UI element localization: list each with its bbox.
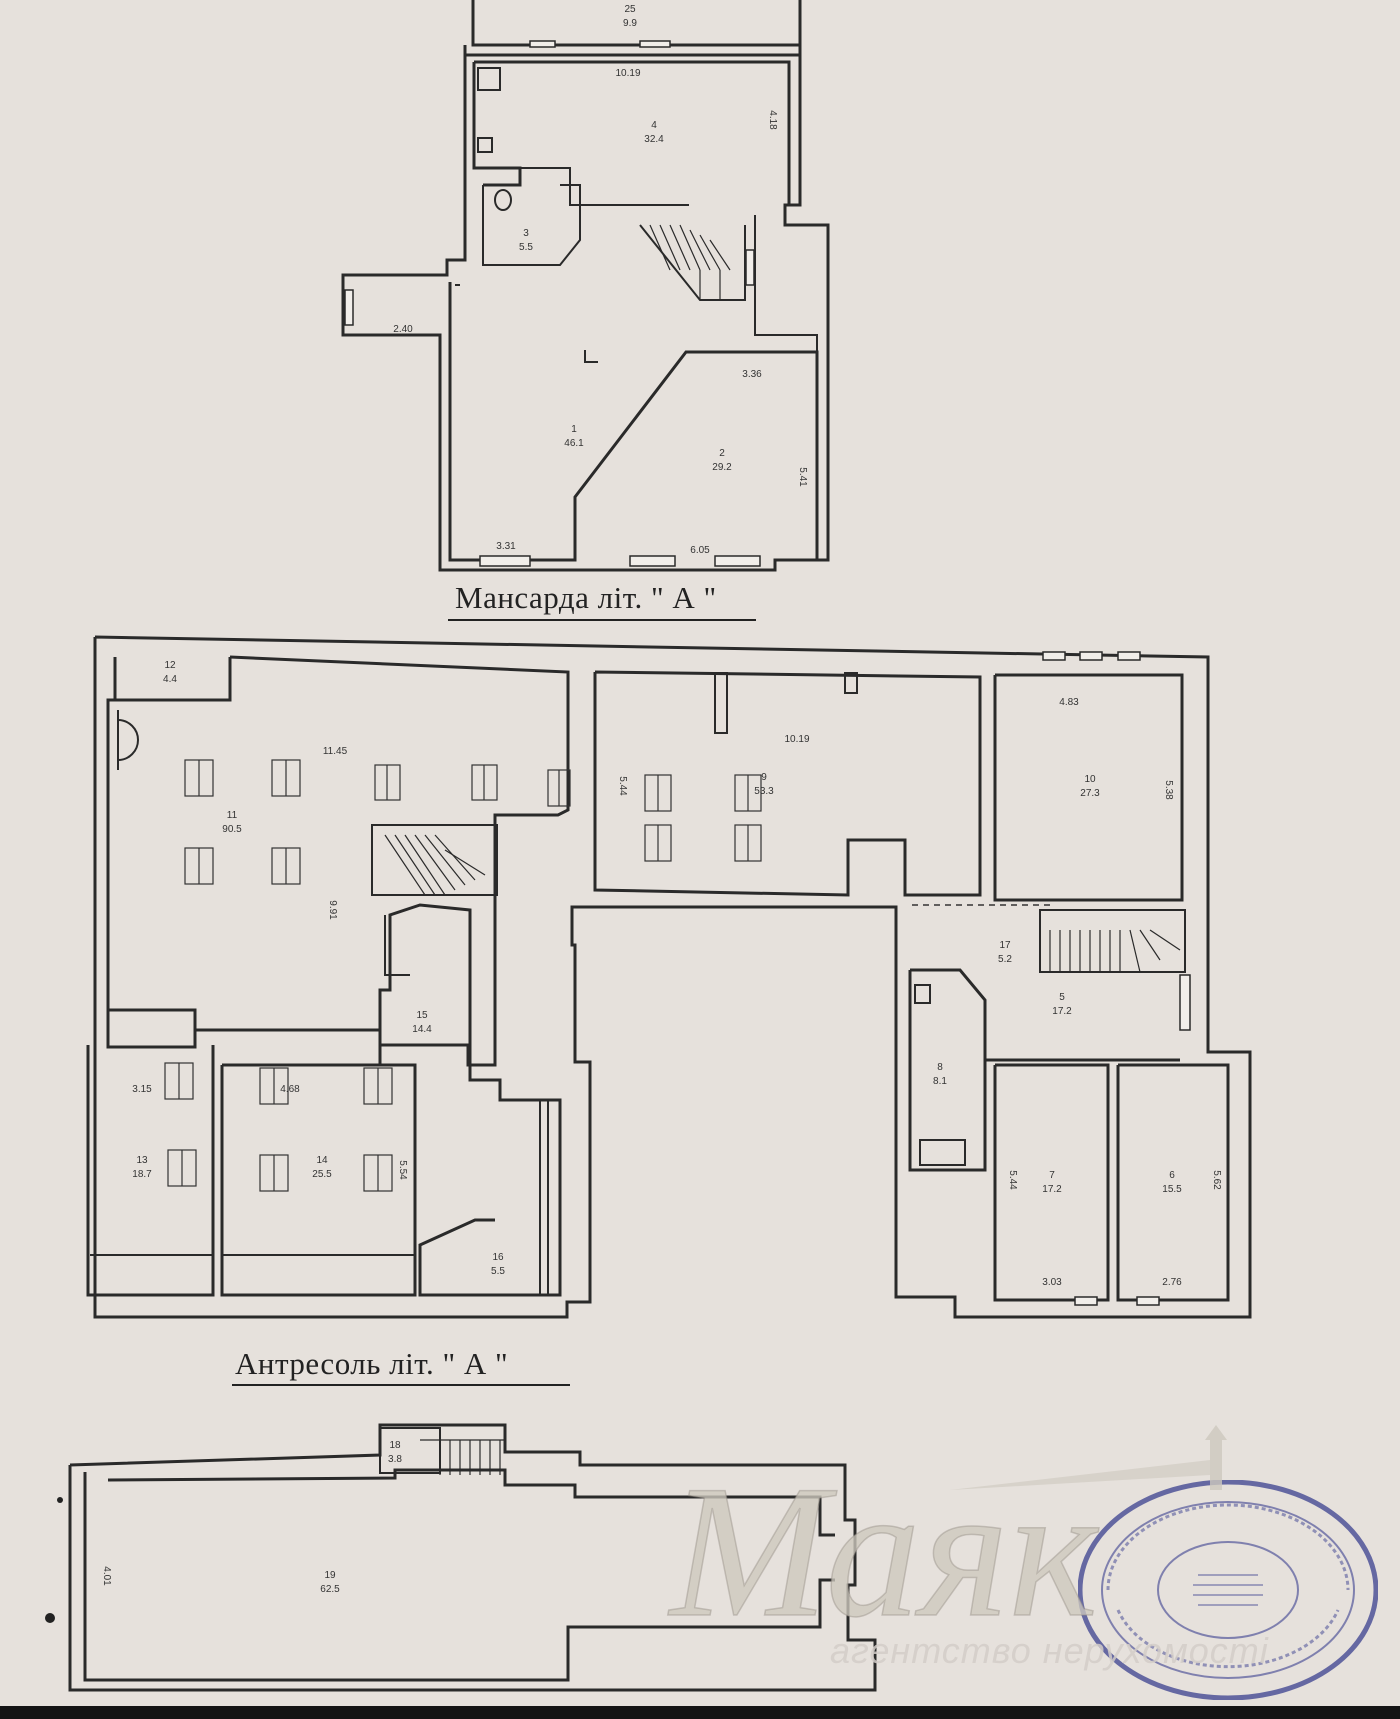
room-13-area: 18.7 bbox=[132, 1169, 152, 1180]
room-13-number: 13 bbox=[136, 1155, 148, 1166]
dim-label: 3.31 bbox=[496, 541, 516, 552]
mansard-plan: 25 9.9 4 32.4 3 5.5 1 46.1 2 29.2 10.19 … bbox=[341, 0, 830, 572]
room-14-area: 25.5 bbox=[312, 1169, 332, 1180]
room-19-area: 62.5 bbox=[320, 1584, 340, 1595]
dim-label: 10.19 bbox=[615, 68, 640, 79]
mezzanine-title: Антресоль літ. " А " bbox=[235, 1346, 509, 1381]
room-18-number: 18 bbox=[389, 1440, 401, 1451]
room-11-number: 11 bbox=[227, 810, 238, 821]
dim-label: 10.19 bbox=[784, 734, 809, 745]
dim-label: 4.01 bbox=[101, 1566, 112, 1586]
dim-label: 5.38 bbox=[1163, 780, 1174, 800]
room-1-area: 46.1 bbox=[564, 438, 584, 449]
lower-plan: 18 3.8 19 62.5 4.01 bbox=[45, 1423, 877, 1692]
room-7-area: 17.2 bbox=[1042, 1184, 1062, 1195]
room-16-area: 5.5 bbox=[491, 1266, 505, 1277]
dim-label: 4.68 bbox=[280, 1084, 300, 1095]
bottom-edge-bar bbox=[0, 1706, 1400, 1719]
room-19-number: 19 bbox=[324, 1570, 336, 1581]
room-12-area: 4.4 bbox=[163, 674, 177, 685]
dim-label: 4.18 bbox=[767, 110, 778, 130]
room-17-area: 5.2 bbox=[998, 954, 1012, 965]
dim-label: 2.76 bbox=[1162, 1277, 1182, 1288]
dim-label: 5.54 bbox=[397, 1160, 408, 1180]
mezzanine-plan: 12 4.4 11 90.5 9 53.3 10 27.3 17 5.2 5 1… bbox=[86, 635, 1252, 1319]
dim-label: 2.40 bbox=[393, 324, 413, 335]
room-17-number: 17 bbox=[999, 940, 1011, 951]
room-2-area: 29.2 bbox=[712, 462, 732, 473]
mezzanine-title-underline bbox=[232, 1384, 570, 1386]
dim-label: 3.36 bbox=[742, 369, 762, 380]
room-5-number: 5 bbox=[1059, 992, 1065, 1003]
dim-label: 3.15 bbox=[132, 1084, 152, 1095]
mansard-title-underline bbox=[448, 619, 756, 621]
room-7-number: 7 bbox=[1049, 1170, 1055, 1181]
room-14-number: 14 bbox=[316, 1155, 328, 1166]
room-25-area: 9.9 bbox=[623, 18, 637, 29]
official-stamp bbox=[1078, 1480, 1378, 1700]
watermark-tagline: агентство нерухомості bbox=[830, 1630, 1269, 1671]
dim-label: 5.41 bbox=[797, 467, 808, 487]
room-3-number: 3 bbox=[523, 228, 529, 239]
room-18-area: 3.8 bbox=[388, 1454, 402, 1465]
room-11-area: 90.5 bbox=[222, 824, 242, 835]
room-2-number: 2 bbox=[719, 448, 725, 459]
room-6-number: 6 bbox=[1169, 1170, 1175, 1181]
dim-label: 3.03 bbox=[1042, 1277, 1062, 1288]
room-4-area: 32.4 bbox=[644, 134, 664, 145]
watermark-logo: Маяк bbox=[666, 1425, 1227, 1658]
room-15-area: 14.4 bbox=[412, 1024, 432, 1035]
room-10-number: 10 bbox=[1084, 774, 1096, 785]
room-3-area: 5.5 bbox=[519, 242, 533, 253]
room-8-area: 8.1 bbox=[933, 1076, 947, 1087]
room-8-number: 8 bbox=[937, 1062, 943, 1073]
dim-label: 9.91 bbox=[327, 900, 338, 920]
room-6-area: 15.5 bbox=[1162, 1184, 1182, 1195]
mansard-title: Мансарда літ. " А " bbox=[455, 580, 717, 615]
room-1-number: 1 bbox=[571, 424, 577, 435]
room-25-number: 25 bbox=[624, 4, 636, 15]
dim-label: 5.44 bbox=[1007, 1170, 1018, 1190]
room-10-area: 27.3 bbox=[1080, 788, 1100, 799]
dim-label: 6.05 bbox=[690, 545, 710, 556]
room-15-number: 15 bbox=[416, 1010, 428, 1021]
room-16-number: 16 bbox=[492, 1252, 504, 1263]
dim-label: 11.45 bbox=[323, 746, 348, 757]
room-12-number: 12 bbox=[164, 660, 176, 671]
room-4-number: 4 bbox=[651, 120, 657, 131]
room-5-area: 17.2 bbox=[1052, 1006, 1072, 1017]
dim-label: 4.83 bbox=[1059, 697, 1079, 708]
room-9-number: 9 bbox=[761, 772, 767, 783]
dim-label: 5.62 bbox=[1211, 1170, 1222, 1190]
desk-group bbox=[164, 759, 762, 1192]
dim-label: 5.44 bbox=[617, 776, 628, 796]
watermark-brand: Маяк bbox=[667, 1447, 1100, 1657]
room-9-area: 53.3 bbox=[754, 786, 774, 797]
